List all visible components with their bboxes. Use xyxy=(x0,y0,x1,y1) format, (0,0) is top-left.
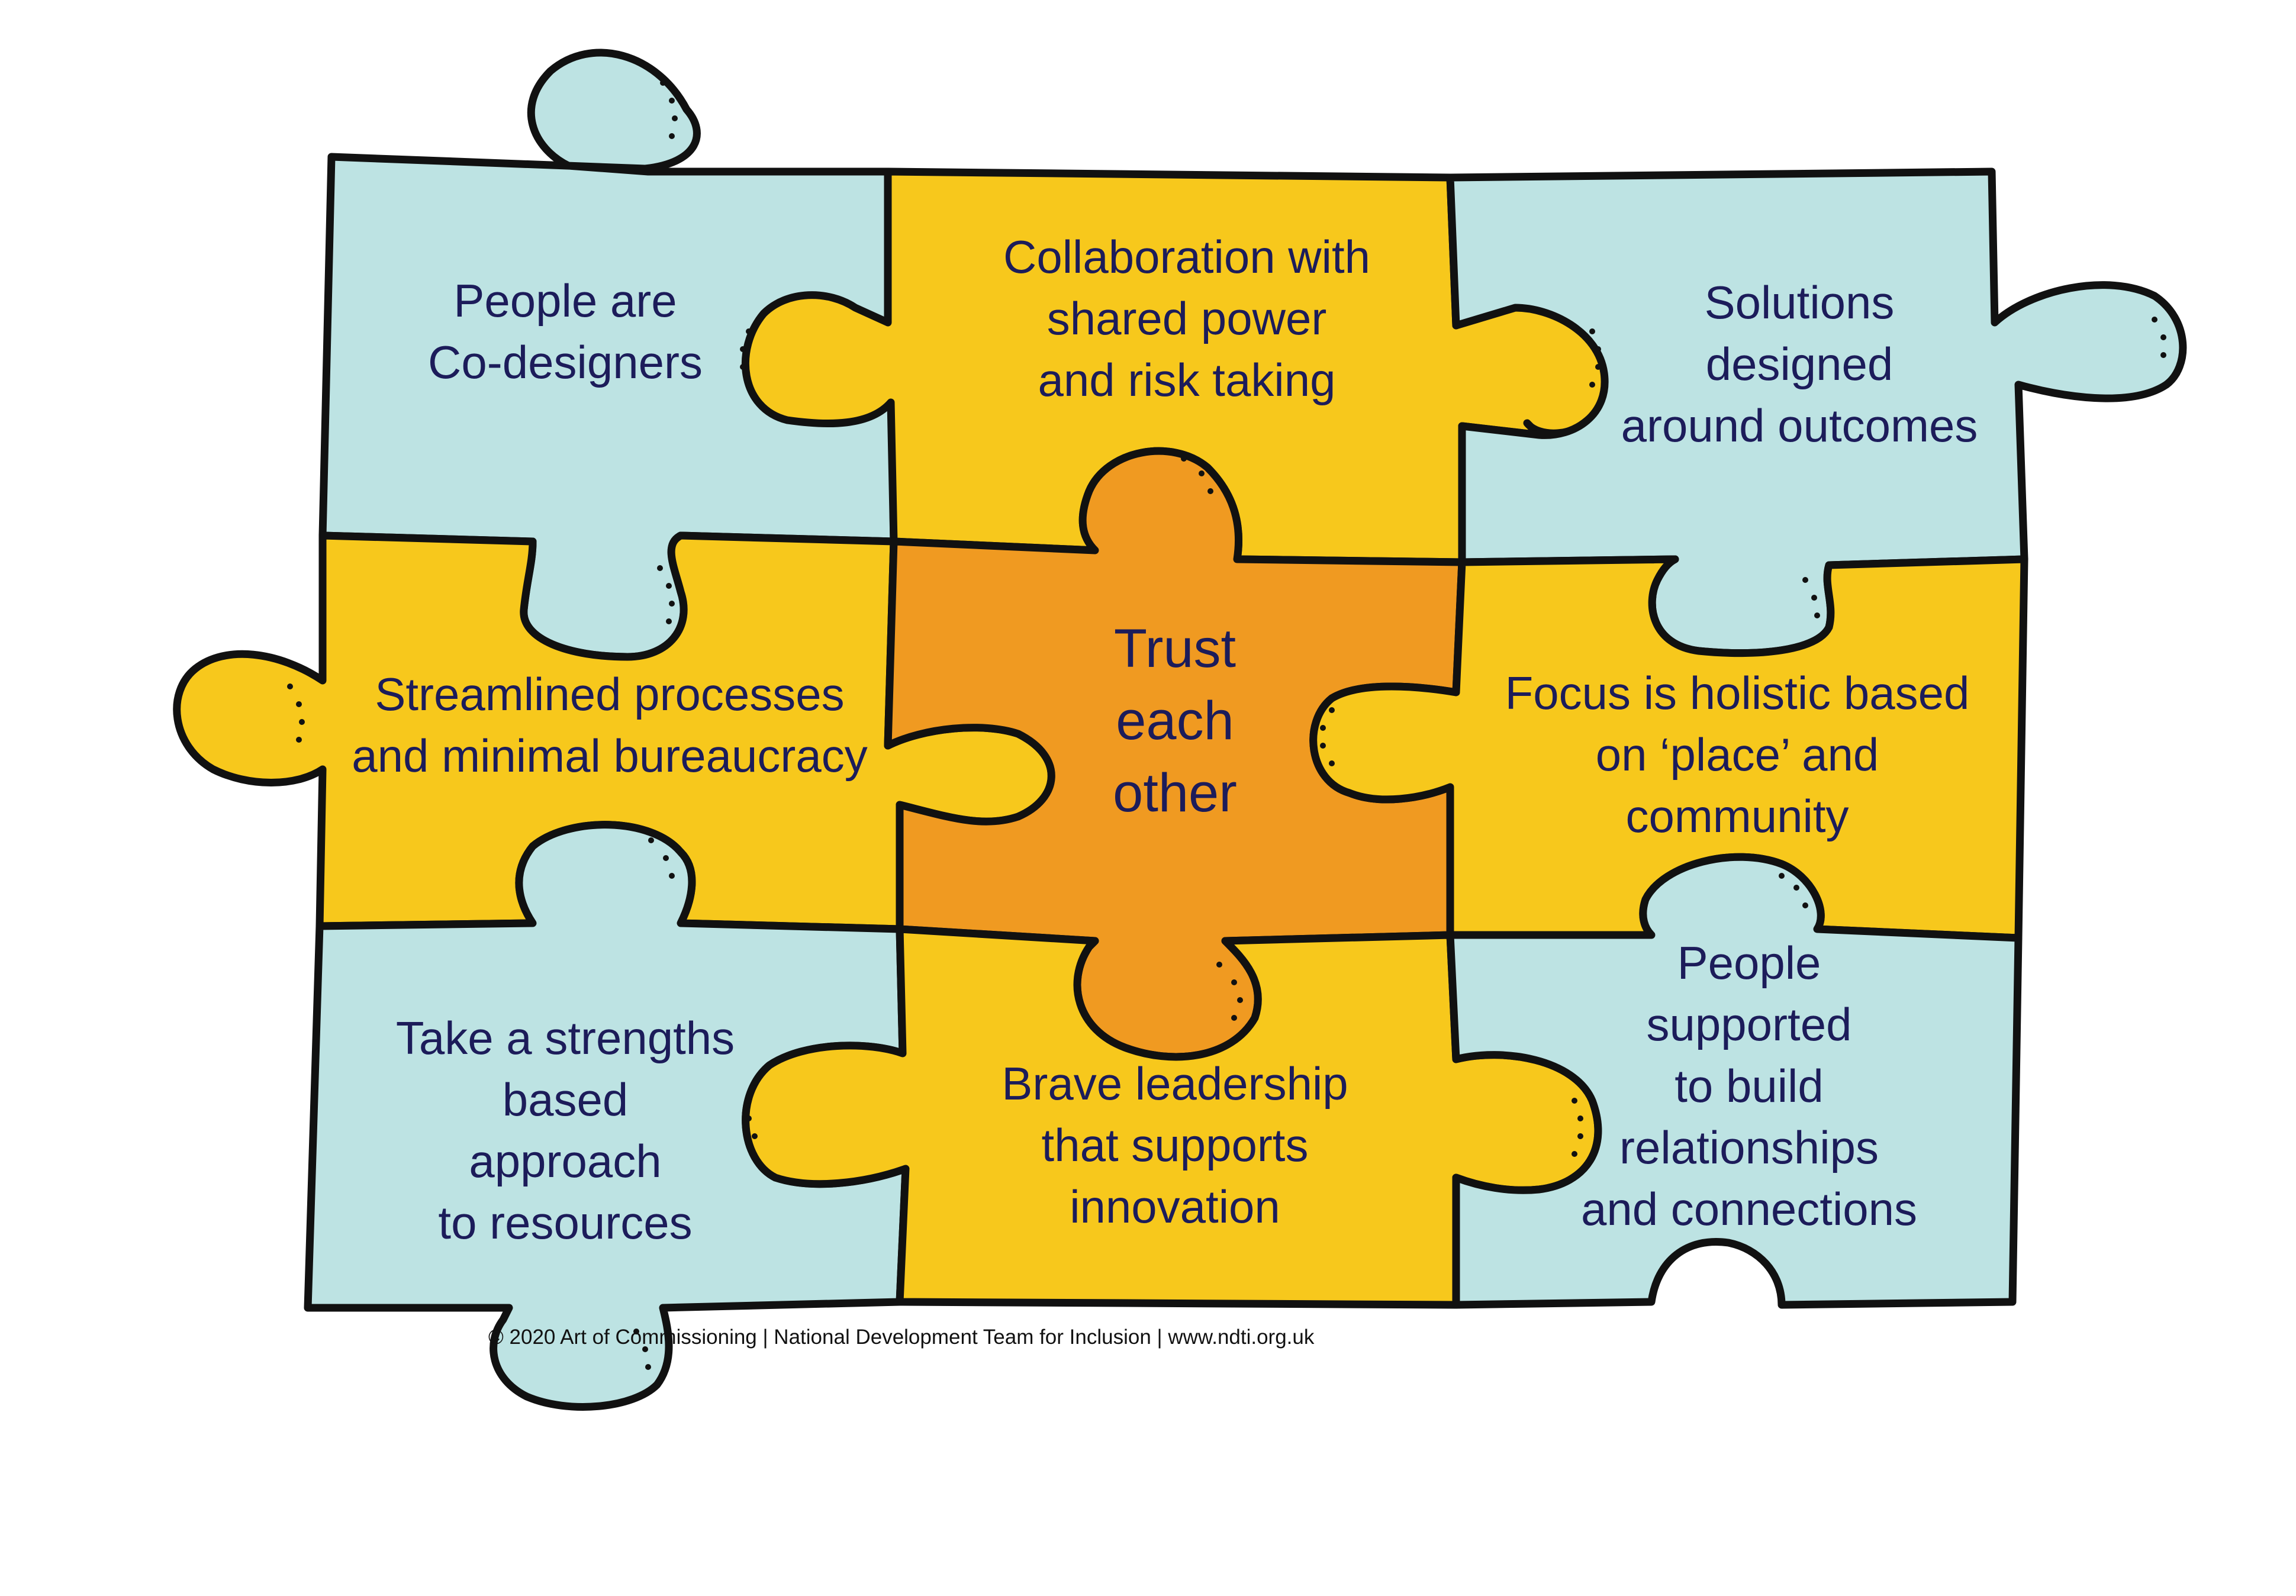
text-bottom-left: Take a strengths based approach to resou… xyxy=(395,1012,735,1249)
copyright-footer: © 2020 Art of Commissioning | National D… xyxy=(488,1326,1315,1349)
text-center: Trust each other xyxy=(1113,618,1237,823)
text-top-center: Collaboration with shared power and risk… xyxy=(1003,231,1371,406)
text-bottom-center: Brave leadership that supports innovatio… xyxy=(1002,1057,1348,1233)
text-middle-left: Streamlined processes and minimal bureau… xyxy=(352,668,868,782)
knob-highlights xyxy=(287,80,2166,1370)
piece-bottom-right xyxy=(1446,853,2023,1309)
text-top-left: People are Co-designers xyxy=(428,275,703,388)
text-top-right: Solutions designed around outcomes xyxy=(1621,276,1978,452)
text-middle-right: Focus is holistic based on ‘place’ and c… xyxy=(1505,667,1970,842)
text-bottom-right: People supported to build relationships … xyxy=(1580,937,1918,1235)
